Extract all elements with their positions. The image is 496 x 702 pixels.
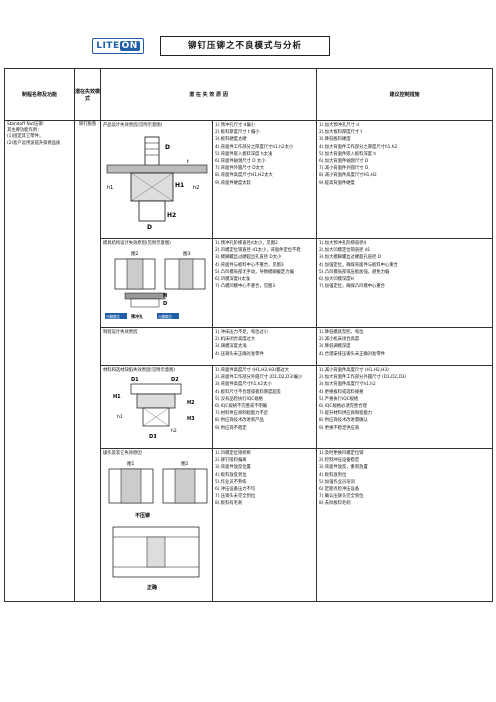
process-cell: Standoff Nut压铆： 其主要功能作用： (1)固定其它零件； (2)客…: [4, 120, 75, 602]
svg-text:h1: h1: [107, 185, 113, 191]
actions-list: 1).加大预冲孔阶梯直径d 2).加大凹模定位销直径 d1 3).加大模脚螺丝过…: [316, 238, 493, 328]
die-structure-diagram: 图2 图3 H D 凹模模芯 预冲孔 凸模模芯: [105, 251, 206, 319]
svg-text:H1: H1: [113, 394, 121, 400]
failure-mode-cell: 铆钉脱落: [74, 120, 101, 602]
column-header-actions: 建议控制措施: [316, 68, 493, 121]
column-header-failure-mode: 潜在失效模式: [74, 68, 101, 121]
svg-text:预冲孔: 预冲孔: [131, 313, 143, 319]
svg-text:凸模模芯: 凸模模芯: [158, 314, 172, 319]
causes-list: 1).冲床压力不足，吨位过小 2).机床闭合高度过大 3).调模深度太浅 4).…: [215, 330, 269, 357]
svg-text:D: D: [147, 224, 152, 231]
svg-text:图2: 图2: [181, 461, 188, 467]
actions-list: 1).及时更换凹模定位销 2).控制冲压设备稳定 3).背面件放反，重新放置 4…: [316, 448, 493, 602]
document-title: 铆钉压铆之不良模式与分析: [160, 36, 330, 56]
actions-list: 1).加大预冲孔尺寸 d 2).加大板料厚度尺寸 t 3).降低板料硬度 4).…: [316, 120, 493, 239]
table-header-row: 制程名称及功能 潜在失效模式 潜 在 失 效 原 因 建议控制措施: [4, 68, 493, 121]
drawing-operation: 操作及其它失效原因 图1 图2 不压铆 正确: [101, 449, 213, 601]
svg-text:h1: h1: [117, 414, 123, 420]
drawing-die-design: 模具结构设计失效原因(见附示意图) 图2 图3 H D 凹模模芯: [101, 239, 213, 327]
svg-text:D2: D2: [171, 377, 179, 383]
svg-text:h2: h2: [193, 185, 199, 191]
causes-list: 1).背面件高度尺寸 (H1,H2,H3)都过大 2).背面件工作部分外圆尺寸 …: [215, 368, 303, 431]
svg-text:不压铆: 不压铆: [135, 512, 150, 519]
causes-list: 1).预冲孔尺寸 d偏小 2).板料厚度尺寸 t 偏小 3).板料硬度太硬 4)…: [215, 123, 294, 186]
column-header-causes: 潜 在 失 效 原 因: [100, 68, 317, 121]
failure-analysis-table: 制程名称及功能 潜在失效模式 潜 在 失 效 原 因 建议控制措施 Stando…: [4, 68, 493, 602]
table-row: 制程设计失效原因 1).冲床压力不足，吨位过小 2).机床闭合高度过大 3).调…: [5, 327, 493, 366]
svg-text:正确: 正确: [147, 584, 157, 591]
svg-text:H: H: [163, 293, 167, 299]
svg-text:t: t: [187, 159, 189, 165]
actions-list: 1).降低模具型腔，吨位 2).减小机床闭合高度 3).降低调模深度 4).合理…: [316, 327, 493, 366]
svg-text:D1: D1: [131, 377, 139, 383]
svg-text:H2: H2: [187, 400, 195, 406]
svg-text:凹模模芯: 凹模模芯: [106, 314, 120, 319]
table-row: 操作及其它失效原因 图1 图2 不压铆 正确: [5, 448, 493, 602]
nut-dimensions-diagram: D1 D2 H1 H2 H3 h1 h2 D3: [113, 377, 195, 440]
column-header-process: 制程名称及功能: [4, 68, 75, 121]
causes-list: 1).凹模定位销折断 2).铆钉吸料偏离 3).背面件放反位置 4).板料放反到…: [215, 451, 256, 507]
svg-text:H3: H3: [187, 416, 195, 422]
operation-diagram: 图1 图2 不压铆 正确: [108, 461, 208, 591]
causes-list: 1).预冲孔阶梯直径d太小，见图2 2).凹模定位销直径 d1太小，背面件定位不…: [215, 241, 301, 290]
svg-text:D3: D3: [149, 434, 157, 440]
svg-text:H2: H2: [167, 212, 176, 219]
table-row: Standoff Nut压铆： 其主要功能作用： (1)固定其它零件； (2)客…: [4, 120, 493, 602]
actions-list: 1).减小背面件高度尺寸 (H1,H2,H3) 2).加大背面件工作部分外圆尺寸…: [316, 365, 493, 449]
svg-text:图1: 图1: [127, 461, 134, 467]
table-row: 材料和选材缺陷失效原因(见附示意图) D1 D2 H1 H2 H3 h1 h2: [5, 365, 493, 449]
svg-text:H1: H1: [175, 182, 184, 189]
table-row: 模具结构设计失效原因(见附示意图) 图2 图3 H D 凹模模芯: [5, 238, 493, 328]
svg-text:D: D: [165, 144, 170, 151]
svg-text:D: D: [163, 301, 167, 307]
drawing-product-design: 产品设计失效原因(见附示意图) D t H1 H: [101, 121, 213, 238]
svg-text:h2: h2: [171, 428, 177, 434]
nut-cross-section-diagram: D t H1 H2 h1 h2 D: [106, 136, 208, 231]
drawing-process-design: 制程设计失效原因: [101, 328, 213, 359]
svg-text:图3: 图3: [183, 251, 190, 257]
svg-text:图2: 图2: [131, 251, 138, 257]
drawing-material: 材料和选材缺陷失效原因(见附示意图) D1 D2 H1 H2 H3 h1 h2: [101, 366, 213, 448]
